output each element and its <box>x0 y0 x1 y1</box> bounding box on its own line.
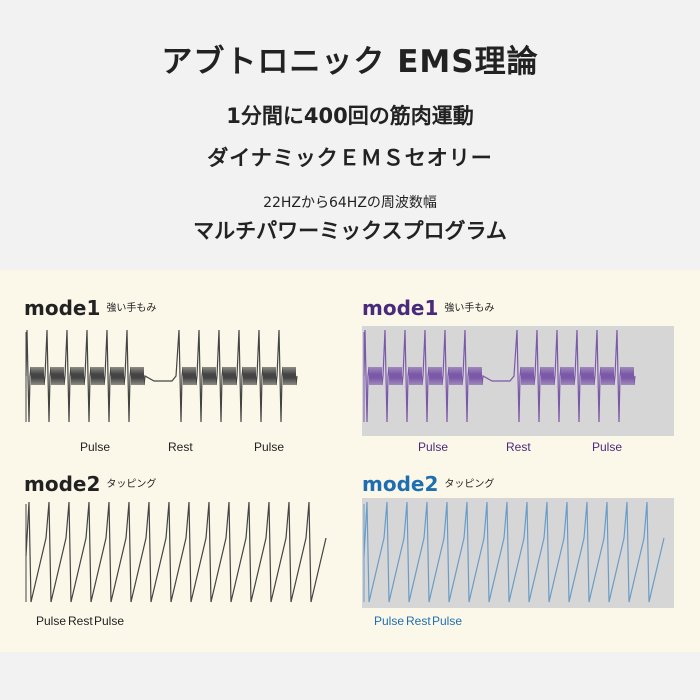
mode-label: mode2 <box>24 472 101 496</box>
mode-subtitle: 強い手もみ <box>444 303 495 314</box>
subtitle-muscle-movement: 1分間に400回の筋肉運動 <box>226 104 474 128</box>
mode-subtitle: タッピング <box>444 479 495 490</box>
mode-header: mode2 タッピング <box>24 472 156 496</box>
mode-header: mode1 強い手もみ <box>24 296 156 320</box>
mode-header: mode2 タッピング <box>362 472 494 496</box>
frequency-range: 22HZから64HZの周波数幅 <box>263 195 437 211</box>
waveform-plot <box>25 329 298 423</box>
rest-label: Rest <box>168 440 193 454</box>
pulse-label: Pulse <box>432 614 463 628</box>
plot-background <box>362 498 674 608</box>
pulse-label: Pulse <box>418 440 449 454</box>
mode-subtitle: タッピング <box>106 479 157 490</box>
pulse-label: Pulse <box>254 440 285 454</box>
mode1-diagram-shaded: mode1 強い手もみ Pulse Rest Pulse <box>362 296 674 456</box>
pulse-label: Pulse <box>94 614 125 628</box>
mode-label: mode1 <box>24 296 101 320</box>
waveform-line <box>25 329 298 423</box>
waveform-line <box>25 501 327 603</box>
rest-label: Rest <box>506 440 531 454</box>
waveform-line <box>363 501 665 603</box>
rest-label: Rest <box>68 614 93 628</box>
mode-label: mode1 <box>362 296 439 320</box>
waveform-plot <box>25 501 327 603</box>
diagram-panel: mode1 強い手もみ Pulse Rest Pulse mode1 強い手もみ P… <box>0 270 700 652</box>
header: アブトロニック EMS理論 1分間に400回の筋肉運動 ダイナミックＥＭＳセオリ… <box>0 0 700 270</box>
footer <box>0 652 700 700</box>
rest-label: Rest <box>406 614 431 628</box>
mode2-diagram-shaded: mode2 タッピング Pulse Rest Pulse <box>362 472 674 632</box>
mode-label: mode2 <box>362 472 439 496</box>
mode-subtitle: 強い手もみ <box>106 303 157 314</box>
subtitle-theory: ダイナミックＥＭＳセオリー <box>207 146 493 170</box>
pulse-label: Pulse <box>374 614 405 628</box>
mode2-diagram-plain: mode2 タッピング Pulse Rest Pulse <box>24 472 336 632</box>
waveform-plot <box>362 326 674 436</box>
program-name: マルチパワーミックスプログラム <box>193 219 507 243</box>
page-title: アブトロニック EMS理論 <box>161 44 539 80</box>
mode-header: mode1 強い手もみ <box>362 296 494 320</box>
pulse-label: Pulse <box>80 440 111 454</box>
waveform-line <box>363 329 636 423</box>
pulse-label: Pulse <box>592 440 623 454</box>
waveform-plot <box>362 498 674 608</box>
mode1-diagram-plain: mode1 強い手もみ Pulse Rest Pulse <box>24 296 336 456</box>
pulse-label: Pulse <box>36 614 67 628</box>
